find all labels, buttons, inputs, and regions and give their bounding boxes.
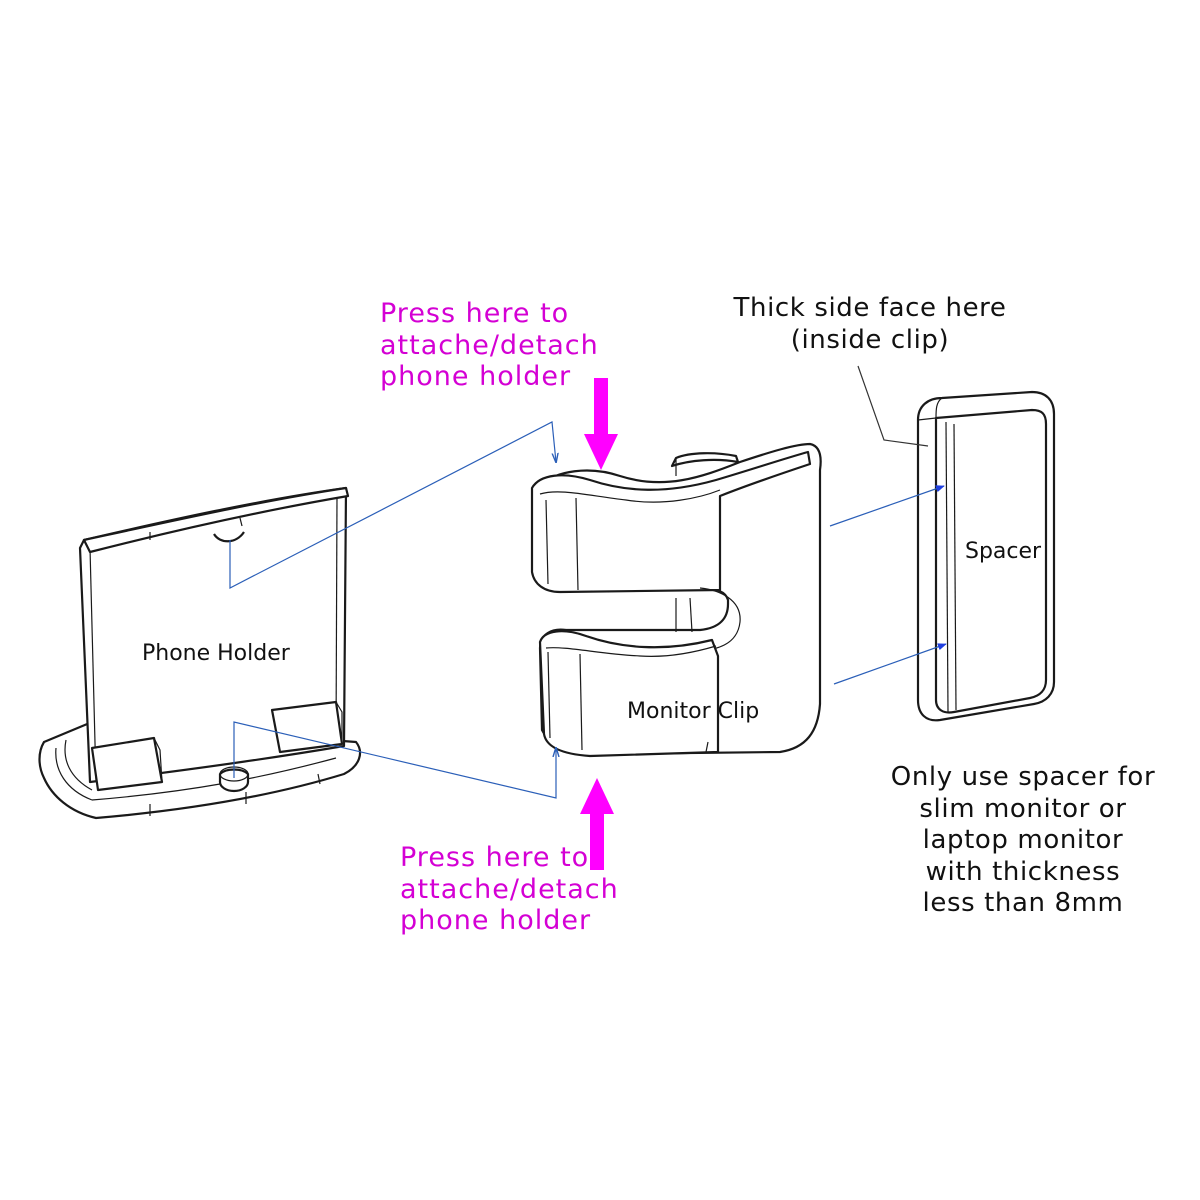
monitor-clip-label: Monitor Clip — [627, 699, 760, 724]
guide-bottom-latch — [233, 721, 556, 799]
spacer-usage-note-line-3: laptop monitor — [922, 825, 1124, 855]
press-note-top-line-1: Press here to — [380, 298, 570, 329]
press-note-top-line-2: attache/detach — [380, 329, 599, 361]
guide-spacer-upper — [829, 485, 945, 527]
spacer-usage-note-line-1: Only use spacer for — [890, 762, 1156, 792]
press-note-bottom: Press here to attache/detach phone holde… — [400, 842, 619, 937]
thick-side-leader — [857, 365, 929, 447]
spacer-usage-note-line-5: less than 8mm — [922, 888, 1124, 918]
assembly-guides — [229, 421, 947, 799]
thick-side-note: Thick side face here (inside clip) — [730, 292, 1010, 356]
spacer-usage-note-line-2: slim monitor or — [919, 793, 1127, 824]
press-note-bottom-line-3: phone holder — [400, 905, 592, 936]
phone-holder-label: Phone Holder — [142, 641, 290, 666]
spacer-usage-note-line-4: with thickness — [925, 856, 1121, 887]
spacer-part — [916, 390, 1056, 722]
thick-side-note-line-1: Thick side face here — [733, 293, 1007, 323]
phone-holder-part — [38, 486, 362, 820]
monitor-clip-part — [530, 442, 822, 758]
press-note-bottom-line-2: attache/detach — [400, 873, 619, 905]
press-note-top-line-3: phone holder — [380, 361, 572, 392]
guide-spacer-lower — [833, 643, 947, 685]
press-note-top: Press here to attache/detach phone holde… — [380, 298, 599, 393]
spacer-label: Spacer — [965, 539, 1042, 564]
guide-top-latch — [229, 421, 556, 589]
press-note-bottom-line-1: Press here to — [400, 842, 590, 873]
thick-side-note-line-2: (inside clip) — [790, 325, 950, 355]
press-arrow-bottom — [580, 778, 614, 870]
press-arrow-top — [584, 378, 618, 470]
spacer-usage-note: Only use spacer for slim monitor or lapt… — [880, 762, 1166, 920]
